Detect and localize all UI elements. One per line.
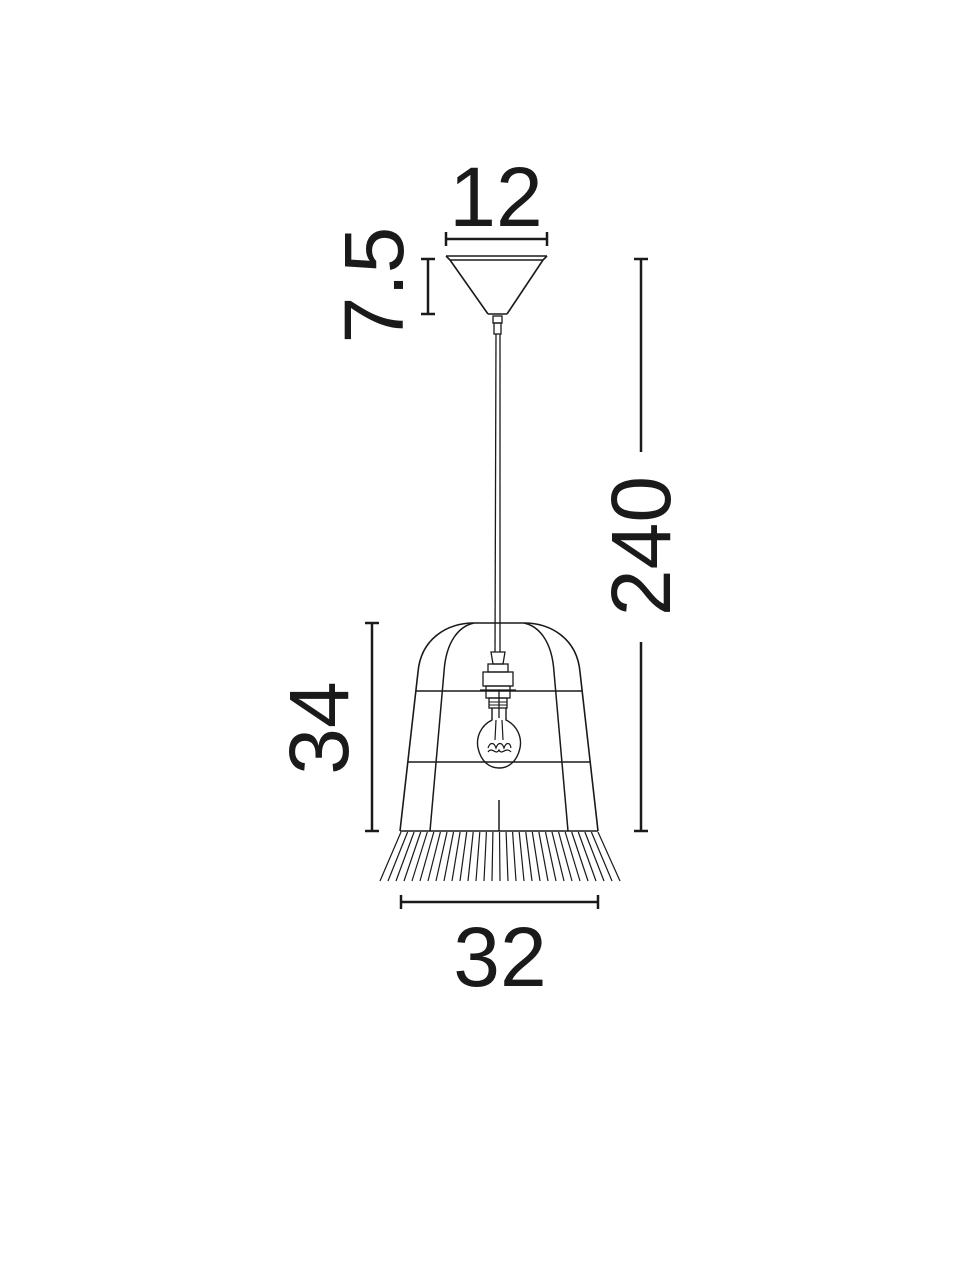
fringe-strand <box>577 831 597 882</box>
fringe-strand <box>505 831 509 882</box>
fringe-strand <box>512 831 517 882</box>
light-bulb <box>476 708 522 769</box>
fringe-strand <box>564 831 581 882</box>
fringe-strand <box>597 831 621 882</box>
fringe-strand <box>395 831 415 882</box>
suspension-cord <box>494 333 501 653</box>
lamp-illustration <box>379 255 621 882</box>
label-canopy-height: 7.5 <box>327 227 421 344</box>
fringe-strand <box>538 831 549 882</box>
label-total-height: 240 <box>594 476 688 616</box>
shade-fringe <box>379 831 621 882</box>
fringe-strand <box>544 831 557 882</box>
fringe-strand <box>551 831 565 882</box>
fringe-strand <box>451 831 461 882</box>
fringe-strand <box>387 831 409 882</box>
fringe-strand <box>443 831 455 882</box>
fringe-strand <box>459 831 468 882</box>
lamp-socket <box>480 651 516 709</box>
dimension-shade-width: 32 <box>399 895 600 1004</box>
fringe-strand <box>531 831 541 882</box>
fringe-strand <box>427 831 441 882</box>
fringe-strand <box>419 831 435 882</box>
fringe-strand <box>590 831 613 882</box>
fringe-strand <box>518 831 525 882</box>
fringe-strand <box>498 831 501 882</box>
fringe-strand <box>525 831 533 882</box>
fringe-strand <box>379 831 402 882</box>
fringe-strand <box>467 831 474 882</box>
fringe-strand <box>435 831 448 882</box>
dimension-canopy-height: 7.5 <box>327 227 435 344</box>
fringe-strand <box>475 831 481 882</box>
fringe-strand <box>483 831 487 882</box>
fringe-strand <box>558 831 573 882</box>
label-shade-width: 32 <box>453 910 546 1004</box>
dimension-shade-height: 34 <box>272 621 379 833</box>
shade-frame <box>399 622 599 832</box>
dimension-total-height: 240 <box>594 257 688 833</box>
fringe-strand <box>584 831 605 882</box>
dimension-canopy-width: 12 <box>444 150 549 246</box>
fringe-strand <box>403 831 422 882</box>
fringe-strand <box>571 831 589 882</box>
label-shade-height: 34 <box>272 681 366 774</box>
fringe-strand <box>411 831 428 882</box>
ceiling-canopy <box>445 255 548 335</box>
fringe-strand <box>491 831 494 882</box>
label-canopy-width: 12 <box>449 150 542 244</box>
